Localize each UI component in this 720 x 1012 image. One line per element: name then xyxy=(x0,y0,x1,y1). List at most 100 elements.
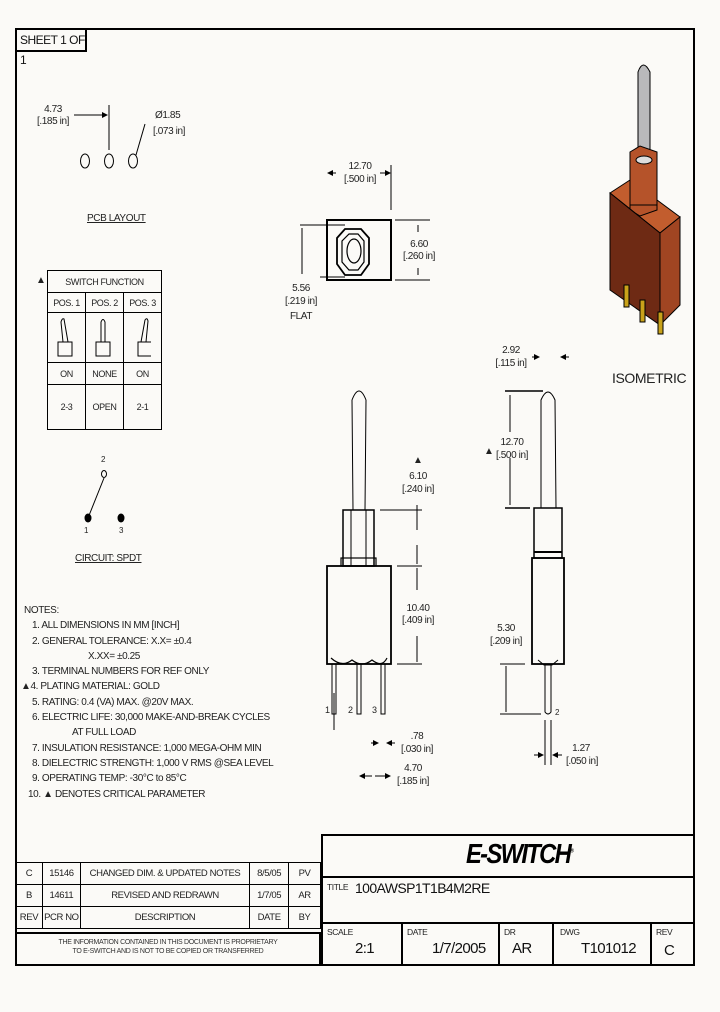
side-pin-pitch-mm: 1.27 xyxy=(572,743,590,754)
body-height-mm: 10.40 xyxy=(406,603,430,614)
circuit-terminal-3: 3 xyxy=(119,526,124,535)
pin-length-mm: 5.30 xyxy=(497,623,515,634)
spdt-circuit-symbol xyxy=(84,470,125,523)
top-flat-label: FLAT xyxy=(289,311,313,322)
registered-mark: ® xyxy=(570,848,574,855)
note-6-cont: AT FULL LOAD xyxy=(72,727,136,739)
pcb-hole-2 xyxy=(104,153,114,169)
pin-label-3: 3 xyxy=(372,705,377,715)
pcb-pitch-mm: 4.73 xyxy=(44,104,62,115)
pos-3-state: ON xyxy=(123,362,162,385)
note-9: 9. OPERATING TEMP: -30°C to 85°C xyxy=(32,773,187,785)
note-2-cont: X.XX= ±0.25 xyxy=(88,650,140,662)
title-label: TITLE xyxy=(327,882,349,892)
switch-function-table: SWITCH FUNCTION POS. 1 POS. 2 POS. 3 ON … xyxy=(47,270,162,430)
dwg-label: DWG xyxy=(560,927,580,937)
by-cell: PV xyxy=(288,862,321,885)
pcb-layout-caption: PCB LAYOUT xyxy=(87,213,146,224)
pcr-header: PCR NO xyxy=(41,906,81,929)
note-2: 2. GENERAL TOLERANCE: X.X= ±0.4 xyxy=(32,635,192,647)
pos-3-connection: 2-1 xyxy=(123,384,162,430)
pos-1-icon-cell xyxy=(47,312,86,363)
pcb-pitch-in: [.185 in] xyxy=(37,116,69,127)
date-cell: 8/5/05 xyxy=(249,862,290,885)
pin-width-in: [.030 in] xyxy=(401,744,433,755)
side-pin-label: 2 xyxy=(555,708,560,717)
proprietary-line-2: TO E-SWITCH AND IS NOT TO BE COPIED OR T… xyxy=(72,948,264,955)
pcb-hole-dia-mm: Ø1.85 xyxy=(155,110,181,121)
pos-2-connection: OPEN xyxy=(85,384,124,430)
by-cell: AR xyxy=(288,884,321,907)
lever-critical-icon: ▲ xyxy=(484,446,494,457)
description-cell: REVISED AND REDRAWN xyxy=(79,884,251,907)
top-height-mm: 6.60 xyxy=(410,239,428,250)
top-flat-mm: 5.56 xyxy=(292,283,310,294)
note-4: ▲4. PLATING MATERIAL: GOLD xyxy=(21,681,160,693)
scale-label: SCALE xyxy=(327,927,353,937)
rev-cell: C xyxy=(15,862,43,885)
revision-row: B 14611 REVISED AND REDRAWN 1/7/05 AR xyxy=(15,884,321,907)
proprietary-line-1: THE INFORMATION CONTAINED IN THIS DOCUME… xyxy=(58,939,278,946)
bushing-critical-icon: ▲ xyxy=(413,455,423,466)
pin-label-2: 2 xyxy=(348,705,353,715)
pin-pitch-mm: 4.70 xyxy=(404,763,422,774)
note-5: 5. RATING: 0.4 (VA) MAX. @20V MAX. xyxy=(32,696,194,708)
pcb-hole-3 xyxy=(128,153,138,169)
top-width-in: [.500 in] xyxy=(344,174,376,185)
rev-value: C xyxy=(664,942,675,959)
note-7: 7. INSULATION RESISTANCE: 1,000 MEGA-OHM… xyxy=(32,742,262,754)
lever-width-in: [.115 in] xyxy=(495,358,527,369)
circuit-terminal-1: 1 xyxy=(84,526,89,535)
date-header: DATE xyxy=(249,906,290,929)
date-label: DATE xyxy=(407,927,428,937)
top-height-in: [.260 in] xyxy=(403,251,435,262)
pos-3-icon-cell xyxy=(123,312,162,363)
bushing-height-in: [.240 in] xyxy=(402,484,434,495)
scale-value: 2:1 xyxy=(355,940,375,957)
note-8: 8. DIELECTRIC STRENGTH: 1,000 V RMS @SEA… xyxy=(32,757,274,769)
bushing-height-mm: 6.10 xyxy=(409,471,427,482)
isometric-switch-illustration xyxy=(609,64,681,335)
pin-pitch-in: [.185 in] xyxy=(397,776,429,787)
circuit-caption: CIRCUIT: SPDT xyxy=(75,553,142,564)
drawn-by-label: DR xyxy=(504,927,516,937)
e-switch-logo: E-SWITCH® xyxy=(466,838,574,870)
revision-row: C 15146 CHANGED DIM. & UPDATED NOTES 8/5… xyxy=(15,862,321,885)
date-cell: 1/7/05 xyxy=(249,884,290,907)
by-header: BY xyxy=(288,906,321,929)
revision-header-row: REV PCR NO DESCRIPTION DATE BY xyxy=(15,906,321,929)
top-width-mm: 12.70 xyxy=(348,161,372,172)
pin-length-in: [.209 in] xyxy=(490,636,522,647)
pin-width-mm: .78 xyxy=(410,731,424,742)
revision-table: C 15146 CHANGED DIM. & UPDATED NOTES 8/5… xyxy=(15,862,321,929)
dwg-value: T101012 xyxy=(581,940,637,957)
rev-cell xyxy=(650,922,695,966)
critical-marker-icon: ▲ xyxy=(36,275,46,286)
note-10: 10. ▲ DENOTES CRITICAL PARAMETER xyxy=(28,788,206,800)
body-height-in: [.409 in] xyxy=(402,615,434,626)
pcb-hole-1 xyxy=(80,153,90,169)
notes-title: NOTES: xyxy=(24,605,59,616)
pos-3-header: POS. 3 xyxy=(123,292,162,313)
switch-function-title: SWITCH FUNCTION xyxy=(47,270,162,293)
date-value: 1/7/2005 xyxy=(432,940,486,957)
pin-label-1: 1 xyxy=(325,705,330,715)
pos-2-state: NONE xyxy=(85,362,124,385)
lever-width-mm: 2.92 xyxy=(502,345,520,356)
notes-block: NOTES: 1. ALL DIMENSIONS IN MM [INCH] 2.… xyxy=(21,603,274,802)
proprietary-notice: THE INFORMATION CONTAINED IN THIS DOCUME… xyxy=(15,932,321,966)
note-6: 6. ELECTRIC LIFE: 30,000 MAKE-AND-BREAK … xyxy=(32,712,270,724)
description-cell: CHANGED DIM. & UPDATED NOTES xyxy=(79,862,251,885)
pcb-hole-dia-in: [.073 in] xyxy=(153,126,185,137)
sheet-label: SHEET 1 OF 1 xyxy=(15,28,87,67)
note-1: 1. ALL DIMENSIONS IN MM [INCH] xyxy=(32,620,180,632)
top-view-drawing xyxy=(300,165,430,281)
pos-2-icon-cell xyxy=(85,312,124,363)
pcr-cell: 15146 xyxy=(41,862,81,885)
isometric-caption: ISOMETRIC xyxy=(612,370,687,386)
drawn-by-value: AR xyxy=(512,940,532,957)
description-header: DESCRIPTION xyxy=(79,906,251,929)
rev-cell: B xyxy=(15,884,43,907)
lever-height-mm: 12.70 xyxy=(500,437,524,448)
